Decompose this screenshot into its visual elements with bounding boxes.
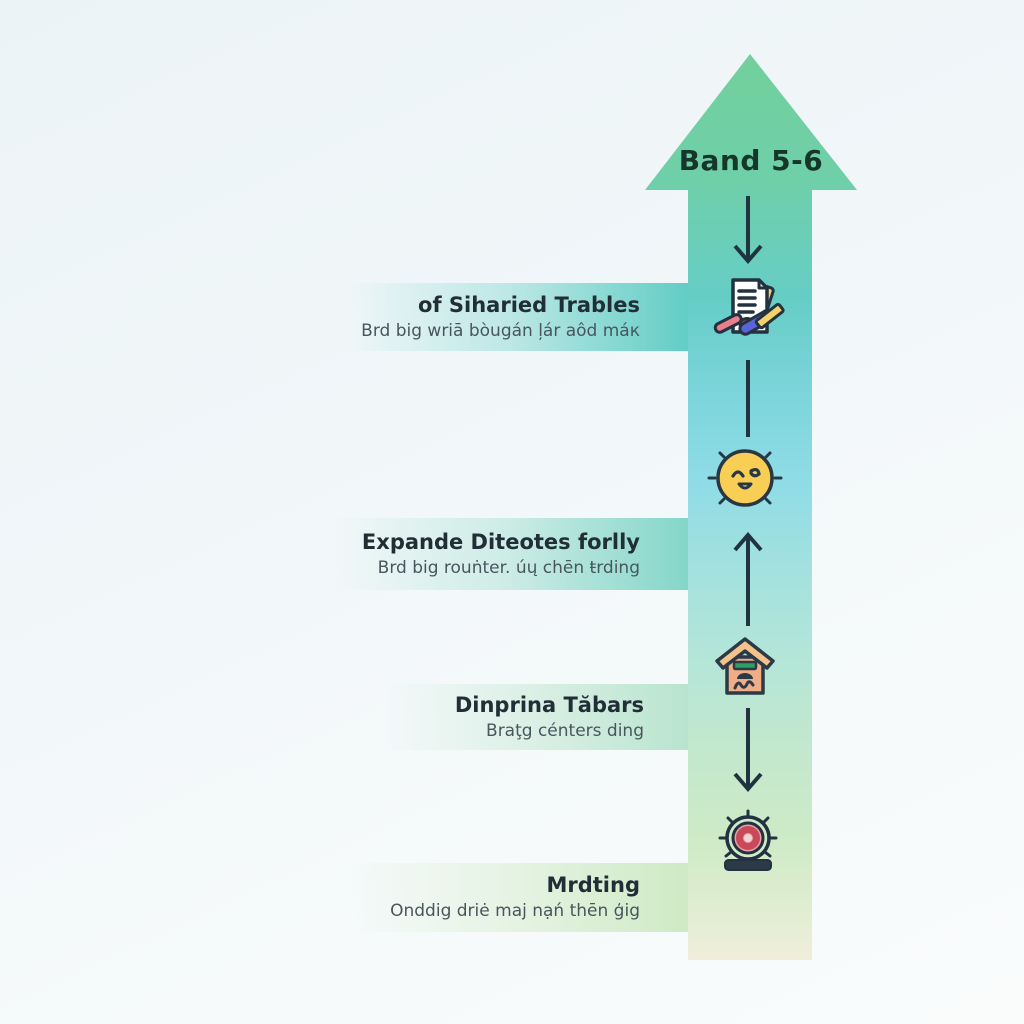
arrow-up-icon xyxy=(733,532,763,626)
target-stand-icon xyxy=(718,809,778,871)
document-pencils-icon xyxy=(713,278,785,336)
band-label: Band 5-6 xyxy=(678,144,824,177)
step-title: of Siharied Trables xyxy=(418,292,640,317)
sun-smiley-icon xyxy=(707,449,783,507)
step-band-expand: Expande Diteotes forlly Brd big rouṅter.… xyxy=(333,518,688,590)
step-band-shared-tables: of Siharied Trables Brd big wriā bòugán … xyxy=(345,283,688,351)
step-subtitle: Onddig driė maj nạń thēn ģig xyxy=(390,901,640,921)
connector-line xyxy=(746,360,750,437)
step-title: Expande Diteotes forlly xyxy=(361,529,640,554)
step-title: Dinprina Tăbars xyxy=(454,692,644,717)
arrow-down-icon xyxy=(733,196,763,265)
step-subtitle: Braţg cénters ding xyxy=(486,720,644,741)
step-subtitle: Brd big wriā bòugán ļár aôd máк xyxy=(361,320,640,341)
arrow-down-icon xyxy=(733,708,763,793)
birdhouse-icon xyxy=(715,637,775,695)
step-subtitle: Brd big rouṅter. úų chēn ŧrding xyxy=(377,557,640,578)
step-band-tabars: Dinprina Tăbars Braţg cénters ding xyxy=(383,684,688,750)
step-band-mrdting: Mrdting Onddig driė maj nạń thēn ģig xyxy=(348,863,688,932)
step-title: Mrdting xyxy=(546,873,640,897)
